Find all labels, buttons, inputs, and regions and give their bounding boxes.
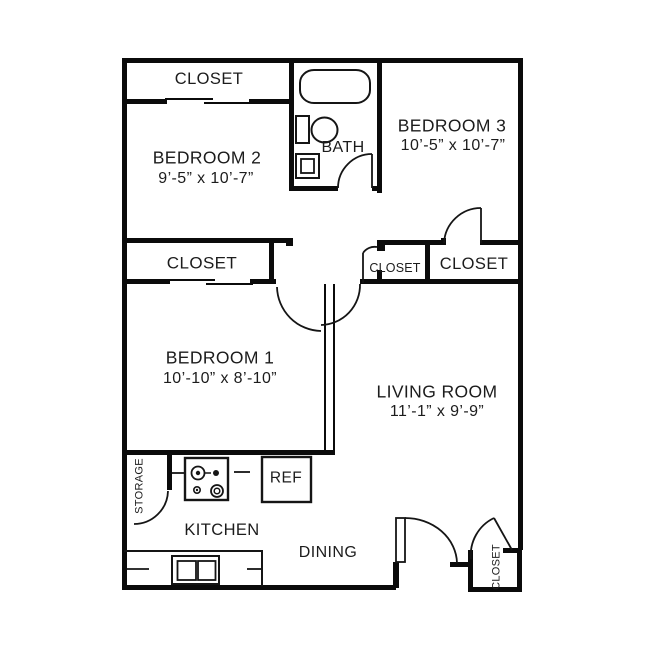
wall-closetA-bottom-r	[249, 99, 294, 104]
bedroom2-label: BEDROOM 2	[152, 147, 262, 168]
toilet-tank-icon	[295, 115, 310, 144]
kitchen-sink-basin-left	[176, 560, 197, 581]
bedroom1-closet-label: CLOSET	[166, 253, 238, 273]
burner-bl-center	[195, 488, 199, 492]
wall-br3-bottom-r	[480, 240, 523, 245]
kitchen-label: KITCHEN	[184, 520, 260, 539]
bedroom3-label: BEDROOM 3	[397, 115, 507, 136]
wall-bath-bottom-l	[289, 186, 338, 191]
stove-icon	[183, 456, 230, 502]
burner-br-center	[213, 487, 221, 495]
bedroom1-label: BEDROOM 1	[165, 347, 275, 368]
bath-sink-basin	[300, 158, 315, 174]
wall-entry-jamb	[393, 562, 399, 588]
burner-bl	[193, 485, 202, 494]
bedroom3-closet-label: CLOSET	[439, 254, 509, 273]
wall-entrycloset-bottom	[468, 587, 522, 592]
bath-door-arc	[337, 153, 373, 189]
burner-tl	[190, 465, 206, 481]
burner-tr	[213, 470, 219, 476]
wall-hallcloset-stub	[377, 270, 382, 284]
wall-br2-bottom	[122, 238, 287, 243]
burner-tl-center	[195, 470, 201, 476]
wall-closetB-bottom-r	[250, 279, 276, 284]
hall-door-arc	[320, 283, 361, 326]
counter-band	[124, 550, 263, 586]
toilet-bowl-icon	[310, 116, 339, 144]
bath-fixtures	[295, 69, 371, 179]
wall-br3-bottom-l	[377, 240, 443, 245]
wall-bath-bottom-r	[372, 186, 382, 191]
kitchen-fixtures	[124, 455, 313, 586]
wall-closets-divider	[425, 243, 430, 284]
wall-outer-right	[518, 58, 523, 550]
hollow-wall-bedroom1-living	[324, 284, 335, 450]
bedroom1-dims: 10’-10” x 8’-10”	[162, 370, 278, 387]
sliding-doors	[165, 98, 253, 285]
hall-closet-arc	[362, 245, 378, 254]
walls	[122, 58, 523, 592]
bedroom3-dims: 10’-5” x 10’-7”	[400, 137, 506, 154]
wall-entrycloset-left	[468, 550, 473, 592]
kitchen-sink-icon	[171, 555, 220, 585]
wall-entrycloset-right	[517, 550, 522, 592]
hall-closet-label: CLOSET	[369, 260, 421, 275]
entry-closet-label: CLOSET	[490, 544, 503, 590]
wall-outer-bottom	[122, 585, 396, 590]
entry-closet-arc	[469, 517, 495, 560]
wall-outer-top	[122, 58, 523, 63]
wall-bath-right	[377, 58, 382, 193]
wall-closetA-bottom-l	[122, 99, 167, 104]
wall-outer-left	[122, 58, 127, 590]
entry-door-arc	[404, 517, 458, 564]
bath-sink-icon	[295, 153, 320, 179]
bedroom2-dims: 9’-5” x 10’-7”	[158, 170, 254, 187]
refrigerator-icon	[260, 455, 313, 504]
entry-closet-leaf	[493, 517, 513, 551]
living-room-label: LIVING ROOM	[376, 381, 498, 402]
bathtub-icon	[299, 69, 371, 104]
wall-br1-bottom	[122, 450, 335, 455]
wall-closetB-right	[269, 243, 274, 283]
br3-closet-arc	[443, 207, 482, 244]
wall-entrycloset-topstub	[503, 548, 522, 553]
bedroom1-door-arc	[276, 286, 322, 332]
wall-storage-right	[167, 453, 172, 490]
doors	[133, 153, 513, 564]
storage-label: STORAGE	[133, 458, 146, 514]
living-room-dims: 11’-1” x 9’-9”	[389, 403, 485, 420]
bedroom2-closet-label: CLOSET	[174, 69, 244, 88]
burner-br	[210, 484, 224, 498]
entry-door-leaf	[395, 517, 406, 563]
wall-closets-bottom	[360, 279, 523, 284]
dining-label: DINING	[298, 544, 358, 561]
kitchen-sink-basin-right	[197, 560, 217, 581]
wall-br3-cap	[377, 240, 385, 251]
wall-br2-cap	[286, 238, 293, 246]
refrigerator-label: REF	[269, 469, 303, 487]
wall-closetB-bottom-l	[122, 279, 170, 284]
wall-bath-left	[289, 58, 294, 190]
bath-label: BATH	[321, 139, 365, 156]
storage-door-arc	[133, 490, 169, 525]
wall-entry-short	[450, 562, 473, 567]
